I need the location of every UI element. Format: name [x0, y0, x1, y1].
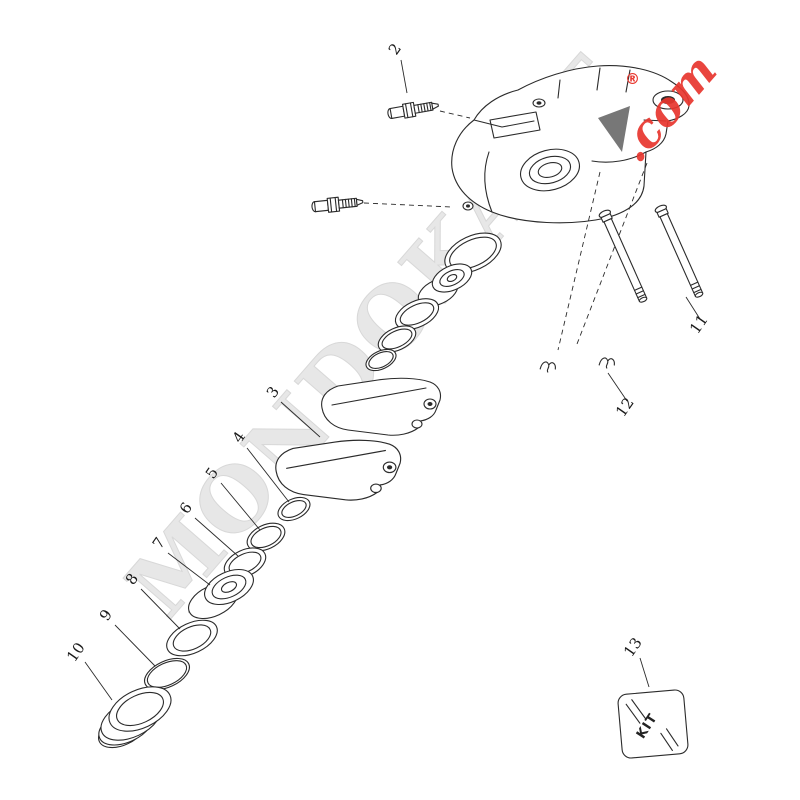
bleeder-screw-lower: [310, 194, 365, 215]
part-label-9: 9: [96, 606, 116, 624]
back-up-ring: [246, 522, 286, 552]
leader-13: [639, 657, 650, 688]
spring-clip-1: [539, 361, 556, 373]
retaining-ring-b: [365, 348, 397, 372]
leader-8: [140, 588, 181, 630]
kit-box: KIT: [617, 689, 689, 759]
part-label-13: 13: [620, 634, 646, 660]
dashed-line-bleeder-upper: [439, 110, 471, 119]
o-ring-upper: [394, 298, 440, 330]
part-label-10: 10: [63, 639, 89, 665]
circlip: [277, 496, 311, 522]
retaining-ring-a: [377, 325, 417, 353]
caliper-body: [451, 65, 690, 224]
leader-9: [114, 624, 156, 667]
piston-large: [188, 568, 254, 620]
part-label-12: 12: [612, 394, 638, 420]
leader-7: [167, 552, 211, 586]
brake-pad-lower: [275, 439, 402, 501]
brake-pad-upper: [321, 377, 442, 436]
dashed-line-bleeder-lower: [363, 202, 453, 208]
dust-cap: [98, 686, 172, 749]
part-label-11: 11: [686, 311, 712, 337]
seal-ring-large: [444, 232, 502, 274]
dashed-line-bolt-1: [557, 171, 601, 351]
leader-4: [246, 447, 290, 503]
spring-clip-2: [598, 357, 615, 369]
o-ring-lower: [144, 657, 190, 691]
caliper-bolt-2: [653, 203, 706, 300]
leader-5: [220, 482, 261, 531]
bleeder-screw-upper: [386, 97, 440, 122]
watermark-registered-icon: ®: [625, 70, 640, 88]
leader-10: [84, 661, 113, 701]
leader-2: [400, 59, 408, 94]
leader-12: [607, 372, 628, 402]
leader-11: [685, 296, 701, 320]
part-label-2: 2: [385, 40, 405, 58]
washer-seal: [166, 619, 218, 657]
leader-6: [194, 517, 239, 557]
leader-3: [280, 401, 321, 438]
